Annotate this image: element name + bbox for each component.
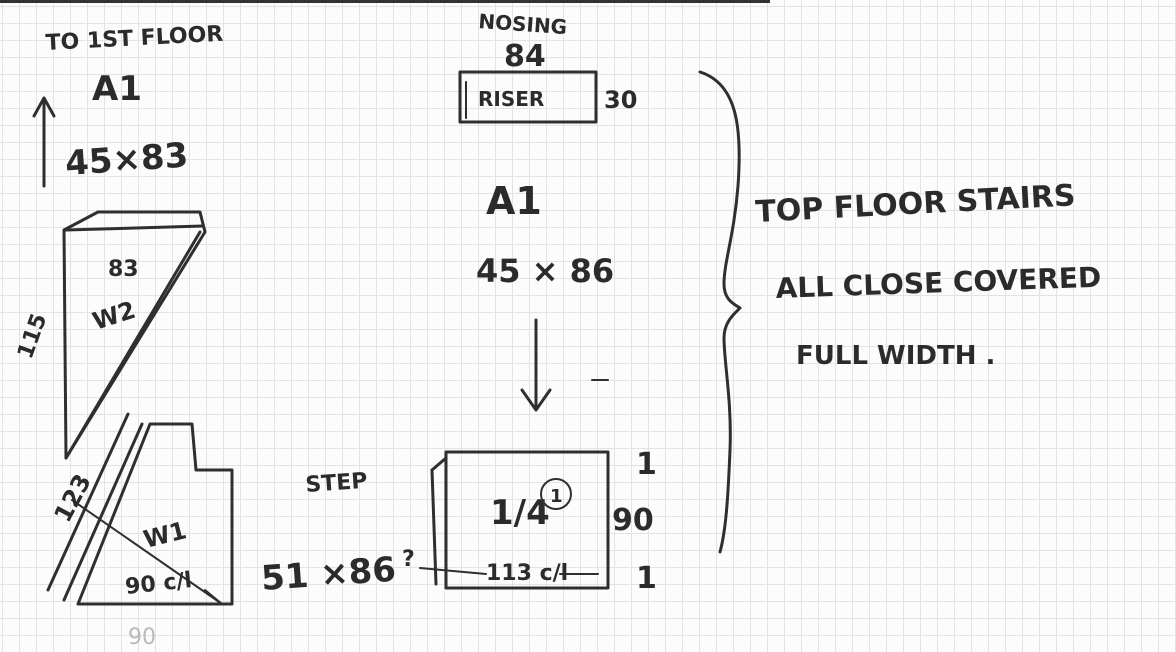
winder-stepped-outline (76, 422, 234, 606)
step-label: STEP (305, 469, 369, 498)
riser-value: 30 (604, 86, 637, 114)
newel-bottom-dim: 113 c/l (486, 561, 568, 586)
circled-number: 1 (550, 486, 563, 507)
note-line-1: TOP FLOOR STAIRS (755, 178, 1077, 230)
lower-flight-outline (62, 210, 207, 460)
lower-flight-side-dim: 115 (13, 310, 52, 362)
nosing-label: NOSING (478, 9, 568, 39)
newel-box-left-edge (430, 468, 438, 586)
quarter-label: 1/4 (490, 493, 550, 533)
note-line-3: FULL WIDTH . (796, 341, 995, 371)
riser-box (458, 70, 598, 124)
lower-flight-top-edge (64, 224, 205, 232)
up-arrow-head (32, 96, 56, 118)
post-size-suffix: ? (402, 547, 415, 572)
lower-base-dim: 90 c/l (124, 568, 193, 600)
winder-inner-line-2 (62, 422, 144, 602)
circled-number-ring (540, 478, 572, 510)
newel-box-top-edge (430, 456, 448, 472)
lower-flight-diagonal (64, 230, 202, 460)
lower-base-dim-faint: 90 (128, 625, 156, 650)
winder-cut-line (71, 499, 223, 605)
grouping-brace (698, 70, 742, 554)
newel-dim-arrow (419, 567, 487, 575)
winder-base-tick (204, 589, 223, 605)
winder-w1-label: W1 (141, 516, 190, 554)
nosing-value: 84 (504, 39, 546, 74)
upper-flight-size: 45 × 86 (476, 252, 614, 290)
post-size: 51 ×86 (260, 550, 397, 599)
lower-flight-heading: TO 1ST FLOOR (45, 22, 224, 56)
winder-w2-label: W2 (89, 296, 139, 336)
winder-inner-line-1 (46, 412, 130, 592)
right-tick-top: 1 (636, 447, 657, 482)
lower-flight-top-dim: 83 (108, 257, 139, 282)
page-top-edge (0, 0, 770, 3)
lower-flight-size: 45×83 (64, 135, 190, 183)
riser-label: RISER (478, 87, 544, 111)
newel-right-dim: 90 (612, 503, 654, 538)
lower-flight-ref: A1 (92, 69, 142, 109)
newel-box (444, 450, 610, 590)
down-arrow-head (520, 388, 552, 412)
right-tick-bottom: 1 (636, 561, 657, 596)
upper-flight-ref: A1 (486, 179, 542, 223)
note-line-2: ALL CLOSE COVERED (775, 261, 1102, 305)
